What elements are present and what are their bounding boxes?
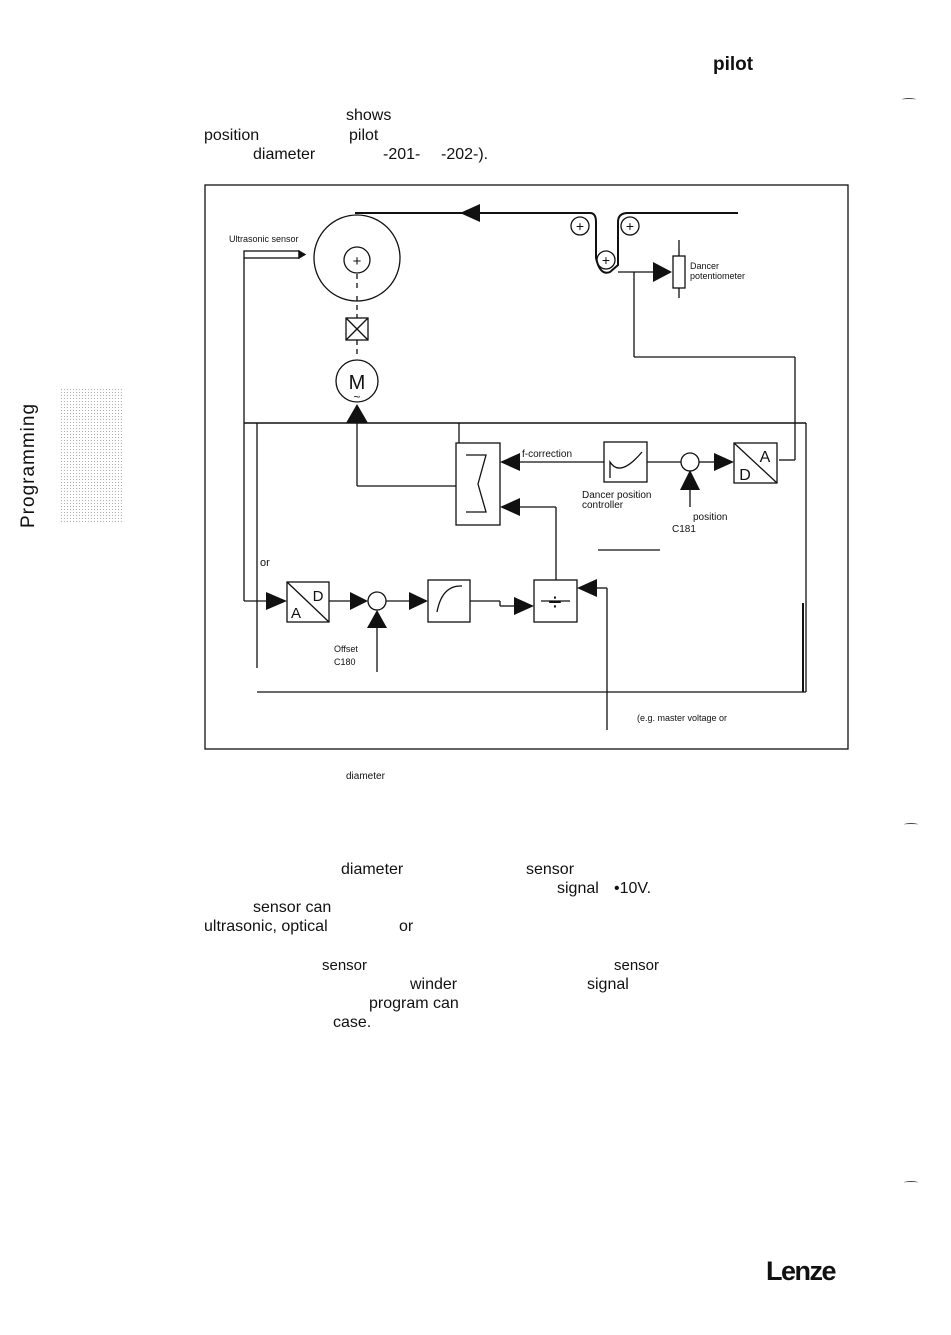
ramp-block <box>427 579 471 623</box>
motor-circle <box>335 359 379 403</box>
body-word: sensor can <box>253 899 332 916</box>
body-word: winder <box>410 976 458 993</box>
sum-junction-bottom <box>367 591 387 611</box>
winder-shaft <box>343 246 371 274</box>
roller-plus: + <box>602 252 610 268</box>
figure-caption: diameter <box>346 771 385 782</box>
brand-logo: Lenze <box>766 1256 837 1286</box>
margin-mark <box>904 823 918 826</box>
roller-2 <box>620 216 640 236</box>
dancer-controller-label: Dancer position <box>582 490 651 501</box>
diagram-frame <box>204 184 849 750</box>
c180-label: C180 <box>334 657 356 667</box>
da-a-label: A <box>760 449 771 466</box>
divide-symbol: ÷ <box>548 589 561 616</box>
body-word: case. <box>333 1014 372 1031</box>
body-word: or <box>399 918 414 935</box>
margin-mark <box>904 1181 918 1184</box>
ad-converter <box>286 581 330 623</box>
sum-junction-top <box>680 452 700 472</box>
shaft-plus: + <box>353 253 362 270</box>
sidebar-shade-pattern <box>60 388 122 524</box>
ad-d-label: D <box>313 588 324 605</box>
master-note-label: (e.g. master voltage or <box>637 713 727 723</box>
body-word: sensor <box>322 957 368 974</box>
web-direction-arrow <box>460 204 480 222</box>
ultrasonic-sensor-body <box>243 250 300 259</box>
body-word: signal <box>587 976 629 993</box>
position-label: position <box>693 512 727 523</box>
roller-plus: + <box>626 218 634 234</box>
body-word: ultrasonic, optical <box>204 918 328 935</box>
dancer-label: Dancer <box>690 261 719 271</box>
dancer-controller-label: controller <box>582 500 624 511</box>
margin-mark <box>902 98 916 101</box>
dancer-potentiometer <box>672 255 686 289</box>
body-word: sensor <box>526 861 575 878</box>
ad-a-label: A <box>291 605 301 622</box>
body-word: •10V. <box>614 880 652 897</box>
web-path <box>589 212 738 274</box>
intro-word: shows <box>346 107 392 124</box>
or-label: or <box>260 557 270 569</box>
roller-plus: + <box>576 218 584 234</box>
intro-word: -202-). <box>441 146 489 163</box>
intro-word: position <box>204 127 260 144</box>
divider-block <box>533 579 578 623</box>
body-word: program can <box>369 995 459 1012</box>
f-correction-label: f-correction <box>522 449 572 460</box>
potentiometer-label: potentiometer <box>690 271 745 281</box>
summing-block <box>455 442 501 526</box>
intro-word: diameter <box>253 146 316 163</box>
motor-ac-label: ~ <box>353 390 360 404</box>
motor-arrow <box>346 404 368 423</box>
body-word: signal <box>557 880 599 897</box>
c181-label: C181 <box>672 524 696 535</box>
body-word: diameter <box>341 861 404 878</box>
roller-1 <box>570 216 590 236</box>
section-title: pilot <box>713 54 754 75</box>
offset-label: Offset <box>334 644 358 654</box>
body-word: sensor <box>614 957 660 974</box>
intro-word: -201- <box>383 146 421 163</box>
da-converter <box>733 442 778 484</box>
motor-label: M <box>349 372 366 394</box>
intro-word: pilot <box>349 127 379 144</box>
ultrasonic-sensor-label: Ultrasonic sensor <box>229 234 299 244</box>
da-d-label: D <box>739 467 751 484</box>
roller-3 <box>596 250 616 270</box>
